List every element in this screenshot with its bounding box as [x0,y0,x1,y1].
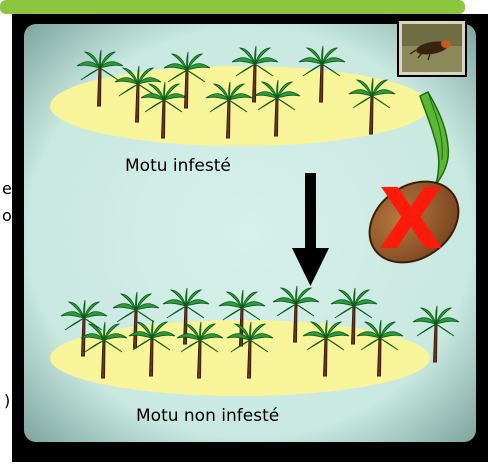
bottom-island-label: Motu non infesté [136,406,279,426]
side-fragment-3: ) [4,391,10,410]
top-banner [0,0,465,14]
top-island-label: Motu infesté [125,156,231,176]
red-cross-mark: X [379,170,444,268]
beetle-photo [398,20,466,76]
